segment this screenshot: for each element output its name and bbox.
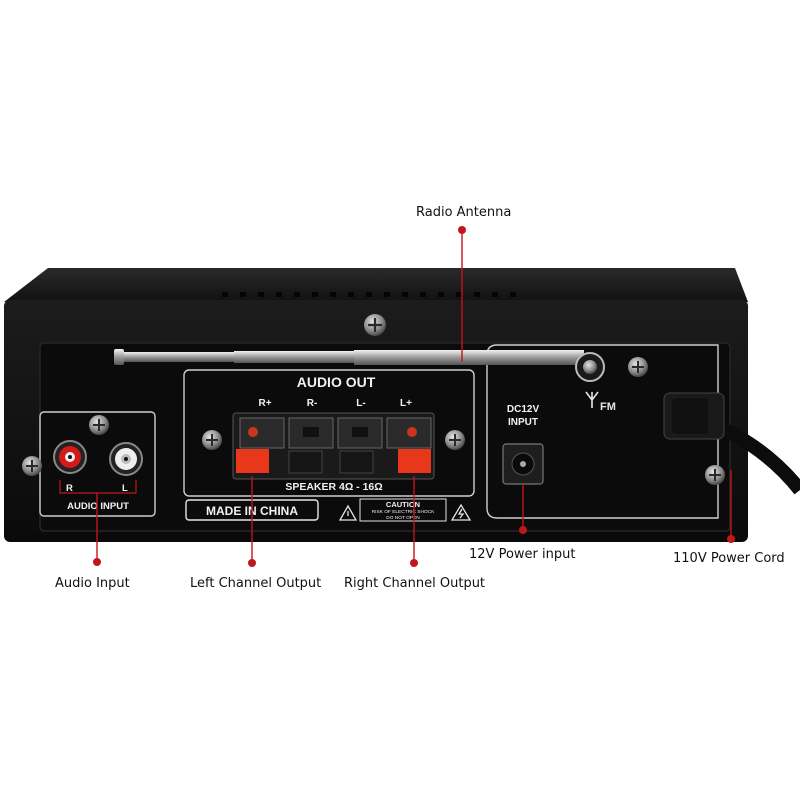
- callout-left-channel-output: Left Channel Output: [190, 576, 322, 591]
- terminal-label-l-plus: L+: [400, 398, 412, 409]
- terminal-label-l-minus: L-: [356, 398, 365, 409]
- dc-input-line1: DC12V: [507, 404, 540, 415]
- rca-jack-right: [53, 440, 87, 474]
- audio-input-label: AUDIO INPUT: [67, 501, 129, 512]
- speaker-terminal-block: [232, 412, 435, 480]
- fm-label: FM: [600, 401, 616, 413]
- callout-dots: [93, 226, 735, 567]
- chassis-top: [4, 268, 748, 302]
- screw-icon: [705, 465, 725, 485]
- screw-icon: [22, 456, 42, 476]
- warning-triangle-icon: [338, 504, 358, 521]
- dc-power-jack: [502, 443, 544, 485]
- rca-label-r: R: [66, 483, 73, 494]
- screw-icon: [89, 415, 109, 435]
- screw-icon: [445, 430, 465, 450]
- power-cord: [663, 392, 800, 495]
- screw-icon: [364, 314, 386, 336]
- caution-box: [359, 498, 447, 522]
- audio-out-frame: [183, 369, 475, 497]
- radio-antenna: [114, 349, 605, 382]
- callout-audio-input: Audio Input: [55, 576, 130, 591]
- dc-input-line2: INPUT: [508, 417, 538, 428]
- terminal-label-r-minus: R-: [307, 398, 318, 409]
- rca-jack-left: [109, 442, 143, 476]
- terminal-label-r-plus: R+: [258, 398, 271, 409]
- audio-out-label: AUDIO OUT: [297, 374, 376, 390]
- fm-section-frame: [486, 344, 719, 519]
- speaker-impedance-label: SPEAKER 4Ω - 16Ω: [285, 481, 382, 493]
- caution-line1: RISK OF ELECTRIC SHOCK: [372, 509, 435, 515]
- screw-icon: [202, 430, 222, 450]
- callout-12v-power-input: 12V Power input: [469, 547, 576, 562]
- callout-lines: [96, 230, 732, 563]
- callout-radio-antenna: Radio Antenna: [416, 205, 512, 220]
- caution-line2: DO NOT OPEN: [386, 515, 420, 521]
- vent-slots: [222, 292, 516, 297]
- lightning-triangle-icon: [450, 503, 472, 521]
- rca-label-l: L: [122, 483, 128, 494]
- rca-bracket: [59, 480, 137, 494]
- fm-antenna-icon: [585, 391, 599, 408]
- caution-title: CAUTION: [386, 500, 420, 509]
- screw-icon: [628, 357, 648, 377]
- callout-right-channel-output: Right Channel Output: [344, 576, 486, 591]
- callout-110v-power-cord: 110V Power Cord: [673, 551, 785, 566]
